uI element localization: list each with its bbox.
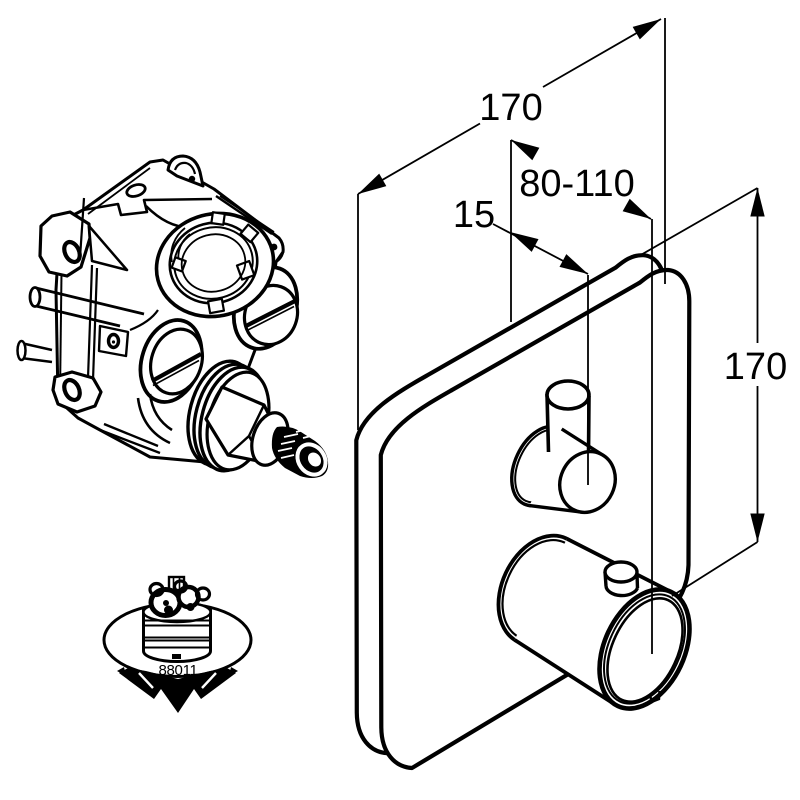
svg-text:88011: 88011 (158, 662, 197, 679)
svg-text:15: 15 (453, 194, 495, 236)
svg-text:80-110: 80-110 (519, 163, 635, 205)
svg-text:170: 170 (479, 87, 542, 129)
svg-text:170: 170 (724, 346, 787, 388)
